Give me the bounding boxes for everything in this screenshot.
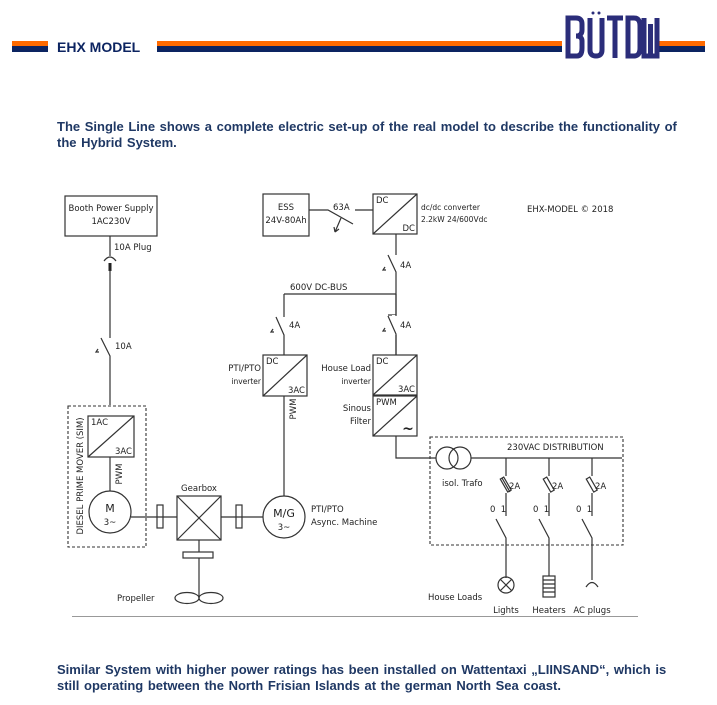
trafo-icon	[435, 446, 459, 470]
load-label: Heaters	[532, 606, 566, 616]
pti-breaker-icon	[275, 294, 285, 355]
fuse-label: 2A	[595, 482, 606, 492]
dcdc-in: DC	[376, 196, 389, 206]
dcdc-breaker-label: 4A	[400, 261, 411, 271]
booth-power-supply-box	[64, 195, 158, 237]
distribution-box	[429, 436, 624, 546]
branch-ac-plugs: 2A 0 1 AC plugs	[573, 458, 611, 616]
house-inverter-box	[372, 354, 418, 396]
dcdc-converter-box	[372, 193, 418, 235]
socket-icon	[585, 581, 599, 588]
booth-supply-line2: 1AC230V	[91, 217, 130, 227]
ess-line1: ESS	[278, 203, 294, 213]
copyright-text: EHX-MODEL © 2018	[527, 205, 613, 215]
pti-pwm-label: PWM	[289, 399, 299, 420]
propeller-label: Propeller	[117, 594, 155, 604]
pti-inverter-out: 3AC	[288, 386, 305, 396]
motor-label: M	[105, 502, 115, 515]
dcdc-label1: dc/dc converter	[421, 203, 481, 212]
house-breaker-label: 4A	[400, 321, 411, 331]
fuse-label: 2A	[552, 482, 563, 492]
booth-breaker-icon	[100, 270, 111, 405]
butow-logo	[565, 11, 660, 59]
mg-label: M/G	[273, 507, 295, 520]
ess-breaker-label: 63A	[333, 203, 350, 213]
page-title: EHX MODEL	[57, 39, 141, 55]
diagram-divider	[72, 616, 638, 617]
distribution-label: 230VAC DISTRIBUTION	[507, 443, 604, 453]
switch-states: 0 1	[490, 505, 506, 515]
dc-bus-label: 600V DC-BUS	[290, 283, 347, 293]
sinus-filter-label1: Sinous	[343, 404, 372, 414]
mg-phase: 3~	[278, 523, 291, 533]
motor-phase: 3~	[104, 518, 117, 528]
mg-desc-1: PTI/PTO	[311, 505, 344, 515]
trafo-label: isol. Trafo	[442, 479, 483, 489]
house-inverter-out: 3AC	[398, 385, 415, 395]
diesel-motor-icon	[88, 490, 132, 534]
outro-text: Similar System with higher power ratings…	[57, 662, 667, 693]
sinus-filter-in: PWM	[376, 398, 397, 408]
plug-label: 10A Plug	[114, 243, 152, 253]
gearbox-label: Gearbox	[181, 484, 217, 494]
pti-inverter-box	[262, 354, 308, 397]
sinus-filter-box	[372, 395, 418, 437]
header-bar-right	[659, 41, 705, 52]
fuse-label: 2A	[509, 482, 520, 492]
pti-inverter-label2: inverter	[231, 377, 262, 386]
header-bar-left	[12, 41, 48, 52]
house-inverter-label2: inverter	[341, 377, 372, 386]
heater-icon	[542, 575, 556, 598]
propeller-icon	[174, 591, 200, 605]
ess-line2: 24V-80Ah	[265, 216, 306, 226]
house-inverter-label1: House Load	[321, 364, 371, 374]
pti-breaker-label: 4A	[289, 321, 300, 331]
load-label: AC plugs	[573, 606, 611, 616]
house-inverter-in: DC	[376, 357, 389, 367]
intro-text: The Single Line shows a complete electri…	[57, 119, 677, 150]
diesel-converter-out: 3AC	[115, 447, 132, 457]
dcdc-label2: 2.2kW 24/600Vdc	[421, 215, 487, 224]
sinus-filter-out: ~	[402, 421, 414, 437]
coupling-left	[156, 504, 164, 529]
pti-inverter-label1: PTI/PTO	[228, 364, 261, 374]
house-breaker-icon	[387, 294, 397, 355]
pti-inverter-in: DC	[266, 357, 279, 367]
diesel-converter-in: 1AC	[91, 418, 108, 428]
booth-breaker-label: 10A	[115, 342, 132, 352]
branch-heaters: 2A 0 1 Heaters	[532, 458, 566, 616]
booth-supply-line1: Booth Power Supply	[68, 204, 153, 214]
dcdc-out: DC	[403, 224, 416, 234]
ess-box	[262, 193, 310, 237]
switch-states: 0 1	[533, 505, 549, 515]
lamp-icon	[497, 576, 515, 594]
load-label: Lights	[493, 606, 519, 616]
coupling-right	[235, 504, 243, 529]
house-loads-label: House Loads	[428, 593, 483, 603]
ess-breaker-icon	[309, 209, 373, 225]
diesel-prime-mover-box	[67, 405, 147, 548]
switch-states: 0 1	[576, 505, 592, 515]
diesel-box-label: DIESEL PRIME MOVER (SIM)	[76, 417, 86, 534]
sinus-filter-label2: Filter	[350, 417, 372, 427]
header-bar-middle	[157, 41, 562, 52]
mg-desc-2: Async. Machine	[311, 518, 377, 528]
diesel-converter-box	[87, 415, 135, 458]
diesel-pwm-label: PWM	[115, 464, 125, 485]
branch-lights: 2A 0 1 Lights	[490, 458, 520, 616]
